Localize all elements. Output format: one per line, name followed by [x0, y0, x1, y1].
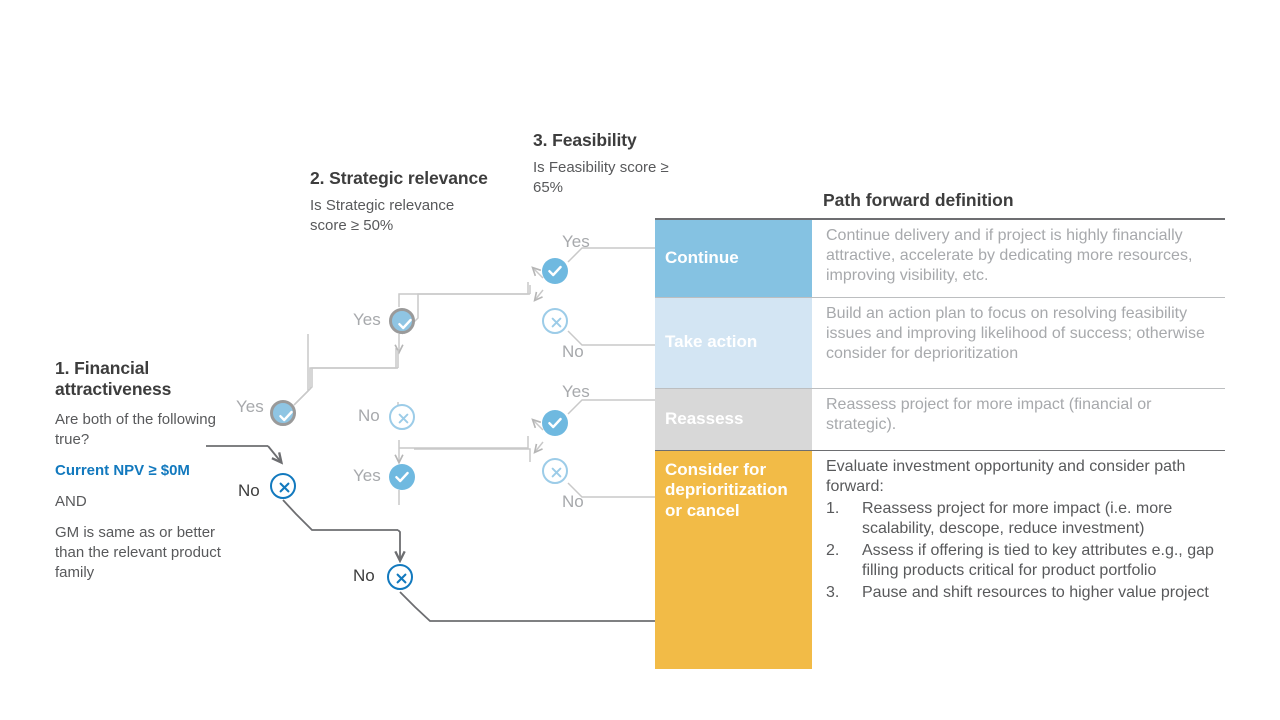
stage-heading-strategic: 2. Strategic relevance Is Strategic rele…	[310, 168, 495, 236]
edge-label-s2-top-no: No	[358, 406, 380, 425]
node-feasibility-a-yes[interactable]	[542, 258, 568, 284]
description-consider-deprioritization: Evaluate investment opportunity and cons…	[812, 451, 1225, 669]
table-row[interactable]: Consider for deprioritization or cancel …	[655, 451, 1225, 669]
edge-label-s2-top-yes: Yes	[353, 310, 381, 329]
description-continue: Continue delivery and if project is high…	[826, 226, 1193, 285]
list-item-number: 2.	[826, 541, 840, 559]
stage-title-financial: 1. Financial attractiveness	[55, 358, 172, 399]
table-row[interactable]: Continue Continue delivery and if projec…	[655, 219, 1225, 297]
description-intro: Evaluate investment opportunity and cons…	[826, 458, 1186, 496]
category-continue: Continue	[655, 219, 812, 297]
criterion-npv: Current NPV ≥ $0M	[55, 461, 190, 479]
stage-heading-feasibility: 3. Feasibility Is Feasibility score ≥ 65…	[533, 130, 683, 198]
table-rule	[655, 296, 1225, 298]
stage-title-strategic: 2. Strategic relevance	[310, 168, 488, 188]
financial-subtitle: Are both of the following true?	[55, 411, 216, 448]
list-item-text: Pause and shift resources to higher valu…	[862, 583, 1209, 601]
category-take-action: Take action	[655, 297, 812, 388]
path-forward-table: Path forward definition Continue Continu…	[655, 190, 1225, 669]
stage-heading-financial: 1. Financial attractiveness	[55, 358, 215, 399]
node-strategic-top-yes[interactable]	[389, 308, 415, 334]
criterion-gm: GM is same as or better than the relevan…	[55, 523, 221, 581]
node-strategic-bottom-yes[interactable]	[389, 464, 415, 490]
table-rule	[655, 387, 1225, 389]
stage-subtitle-feasibility: Is Feasibility score ≥ 65%	[533, 158, 669, 196]
action-list: 1. Reassess project for more impact (i.e…	[826, 499, 1225, 603]
description-take-action: Build an action plan to focus on resolvi…	[826, 304, 1205, 363]
node-feasibility-b-yes[interactable]	[542, 410, 568, 436]
table-rule-top	[655, 218, 1225, 220]
description-reassess: Reassess project for more impact (financ…	[826, 395, 1152, 433]
edge-label-s3-b-yes: Yes	[562, 382, 590, 401]
list-item-number: 3.	[826, 583, 840, 601]
stage-title-feasibility: 3. Feasibility	[533, 130, 637, 150]
financial-criteria: Are both of the following true? Current …	[55, 410, 225, 583]
node-financial-yes[interactable]	[270, 400, 296, 426]
edge-label-s1-no: No	[238, 481, 260, 500]
edge-label-s2-bot-yes: Yes	[353, 466, 381, 485]
edge-label-s3-b-no: No	[562, 492, 584, 511]
list-item-text: Reassess project for more impact (i.e. m…	[862, 499, 1173, 538]
list-item: 1. Reassess project for more impact (i.e…	[826, 499, 1225, 540]
list-item-number: 1.	[826, 499, 840, 517]
edge-label-s2-bot-no: No	[353, 566, 375, 585]
criterion-and: AND	[55, 492, 87, 510]
node-financial-no[interactable]	[270, 473, 296, 499]
edge-label-s1-yes: Yes	[236, 397, 264, 416]
list-item-text: Assess if offering is tied to key attrib…	[862, 541, 1214, 580]
node-feasibility-a-no[interactable]	[542, 308, 568, 334]
table-header: Path forward definition	[823, 190, 1014, 210]
node-strategic-top-no[interactable]	[389, 404, 415, 430]
edge-label-s3-a-no: No	[562, 342, 584, 361]
category-reassess: Reassess	[655, 388, 812, 450]
table-rule	[655, 449, 1225, 451]
list-item: 3. Pause and shift resources to higher v…	[826, 583, 1225, 603]
stage-subtitle-strategic: Is Strategic relevance score ≥ 50%	[310, 196, 455, 234]
category-consider-deprioritization: Consider for deprioritization or cancel	[655, 451, 812, 669]
list-item: 2. Assess if offering is tied to key att…	[826, 541, 1225, 582]
node-feasibility-b-no[interactable]	[542, 458, 568, 484]
table-row[interactable]: Take action Build an action plan to focu…	[655, 297, 1225, 388]
node-strategic-bottom-no[interactable]	[387, 564, 413, 590]
edge-label-s3-a-yes: Yes	[562, 232, 590, 251]
table-row[interactable]: Reassess Reassess project for more impac…	[655, 388, 1225, 450]
